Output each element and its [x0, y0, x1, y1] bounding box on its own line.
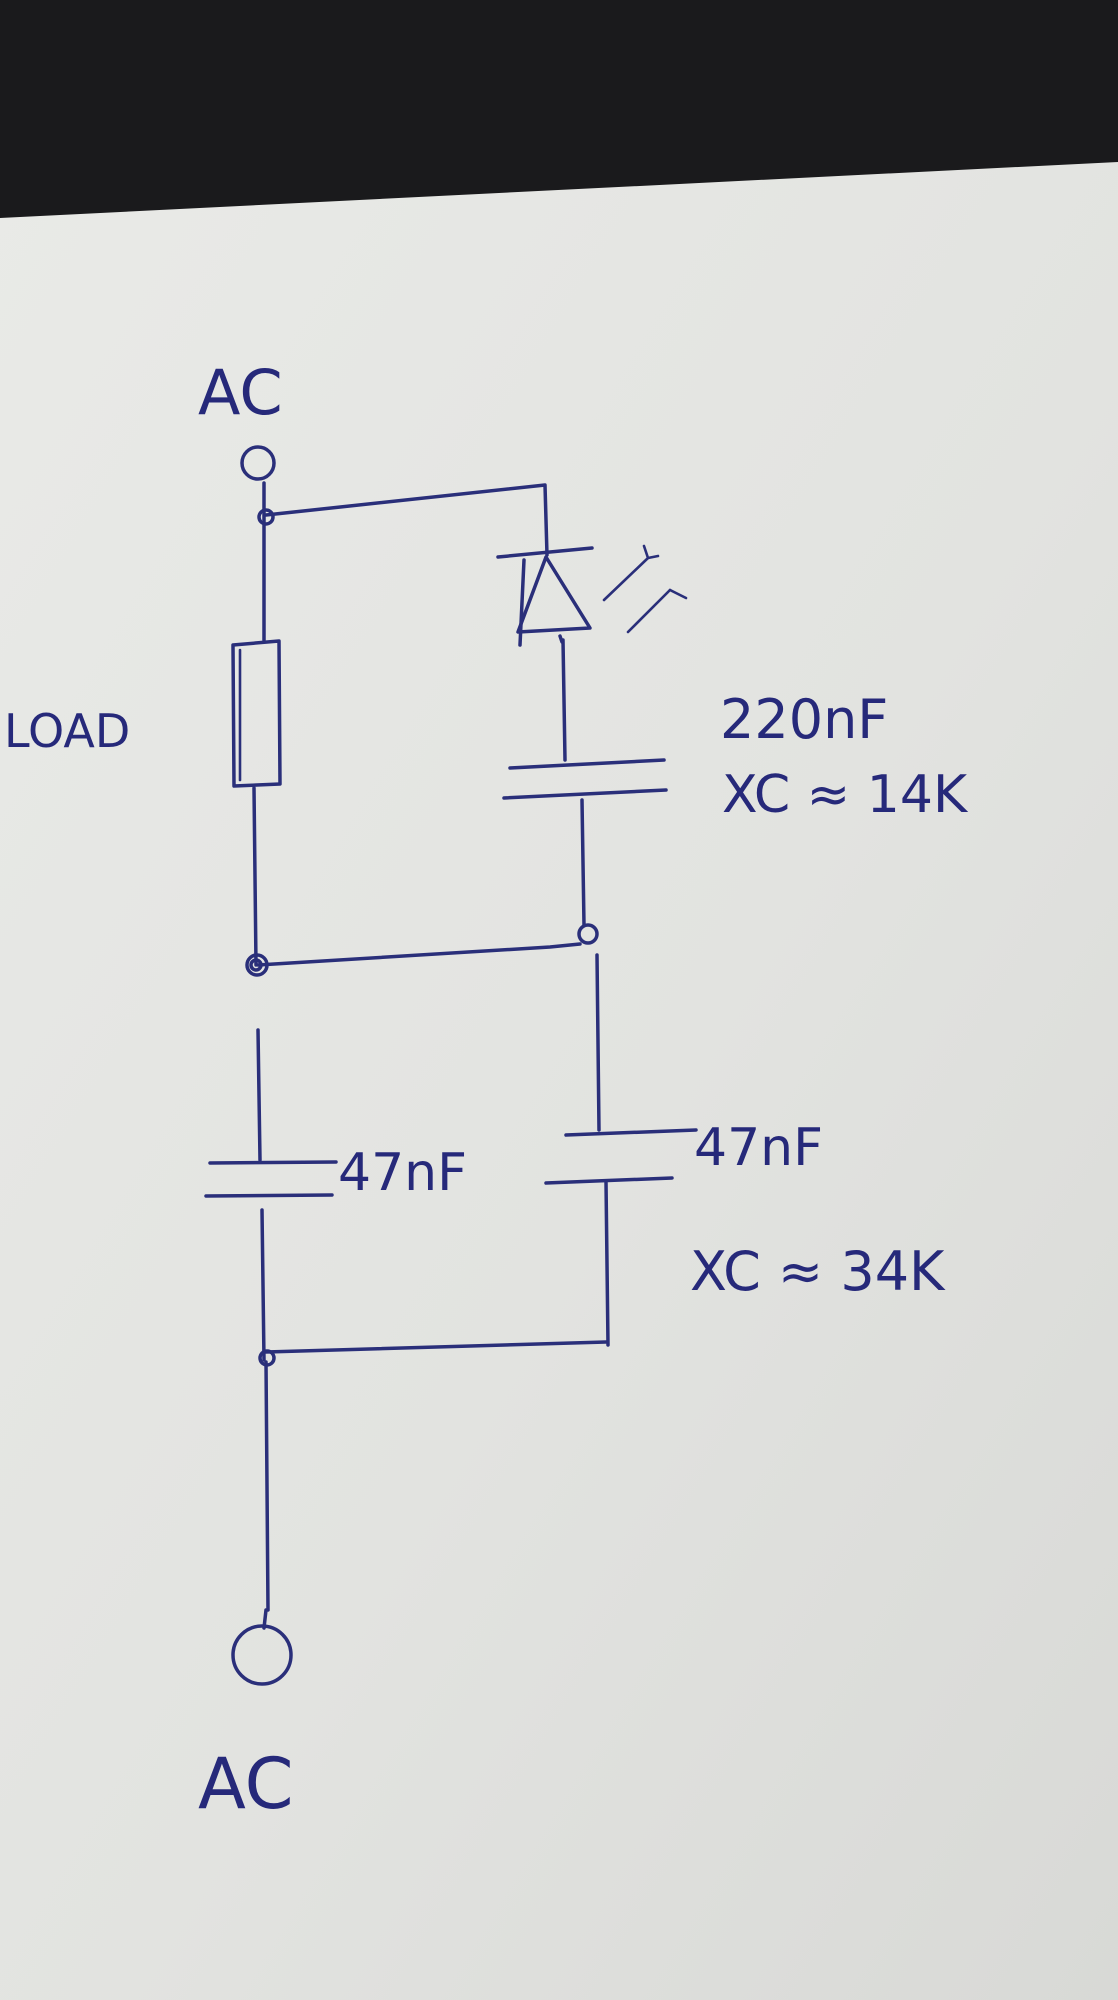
- wire-left-cap-top: [256, 1028, 262, 1162]
- load-label: LOAD: [4, 704, 130, 758]
- led-lead: [558, 634, 564, 644]
- capacitor-47nf-left: [204, 1160, 338, 1198]
- wire-top: [264, 483, 549, 557]
- capacitor-220nf: [502, 758, 668, 800]
- wire-left-mid: [252, 786, 258, 967]
- junction-mid-left: [245, 953, 269, 977]
- wire-cap220-node: [580, 798, 586, 927]
- cap47r-plate-bottom: [544, 1176, 674, 1185]
- wire-cap47-bottom: [604, 1180, 610, 1347]
- load-resistor: [231, 639, 282, 788]
- wire-led-cap: [561, 638, 567, 762]
- led-edge: [518, 558, 526, 647]
- cap220-value-label: 220nF: [720, 688, 888, 751]
- junction-top: [257, 508, 275, 526]
- cap47-left-value-label: 47nF: [338, 1143, 467, 1203]
- junction-mid-right: [577, 923, 599, 945]
- wires: [252, 481, 610, 1612]
- cap220-plate-bottom: [502, 788, 668, 800]
- junction-bottom: [258, 1349, 276, 1367]
- cap47-right-reactance-label: XC ≈ 34K: [690, 1240, 946, 1303]
- paper-sheet: [0, 162, 1118, 2000]
- wire-node-cap47: [595, 953, 601, 1132]
- cap220-plate-top: [508, 758, 666, 770]
- wire-middle: [256, 942, 582, 967]
- cap220-reactance-label: XC ≈ 14K: [722, 765, 969, 825]
- capacitor-47nf-right: [544, 1128, 698, 1185]
- junctions: [245, 508, 599, 1367]
- bottom-terminal-lead: [262, 1608, 268, 1630]
- led-arrow-1: [602, 556, 650, 602]
- led-cathode-bar: [496, 546, 594, 559]
- bottom-terminal-circle: [231, 1624, 293, 1686]
- bottom-terminal-label: AC: [198, 1743, 294, 1825]
- top-terminal: [240, 445, 276, 481]
- led-triangle: [516, 555, 592, 634]
- wire-left-cap-bottom: [260, 1208, 266, 1362]
- led-symbol: [496, 544, 688, 647]
- bottom-terminal: [231, 1608, 293, 1686]
- top-terminal-label: AC: [198, 356, 283, 429]
- wire-bottom: [264, 1340, 608, 1354]
- cap47l-plate-bottom: [204, 1193, 334, 1198]
- junction-mid-left-inner: [249, 958, 263, 972]
- led-arrow-2-head: [668, 588, 688, 600]
- wire-left-bottom: [264, 1360, 270, 1612]
- cap47r-plate-top: [564, 1128, 698, 1137]
- cap47-right-value-label: 47nF: [694, 1118, 823, 1178]
- led-arrow-2: [626, 588, 672, 634]
- cap47l-plate-top: [208, 1160, 338, 1165]
- led-arrow-1-head: [642, 544, 660, 560]
- top-terminal-circle: [240, 445, 276, 481]
- load-resistor-body: [231, 639, 282, 788]
